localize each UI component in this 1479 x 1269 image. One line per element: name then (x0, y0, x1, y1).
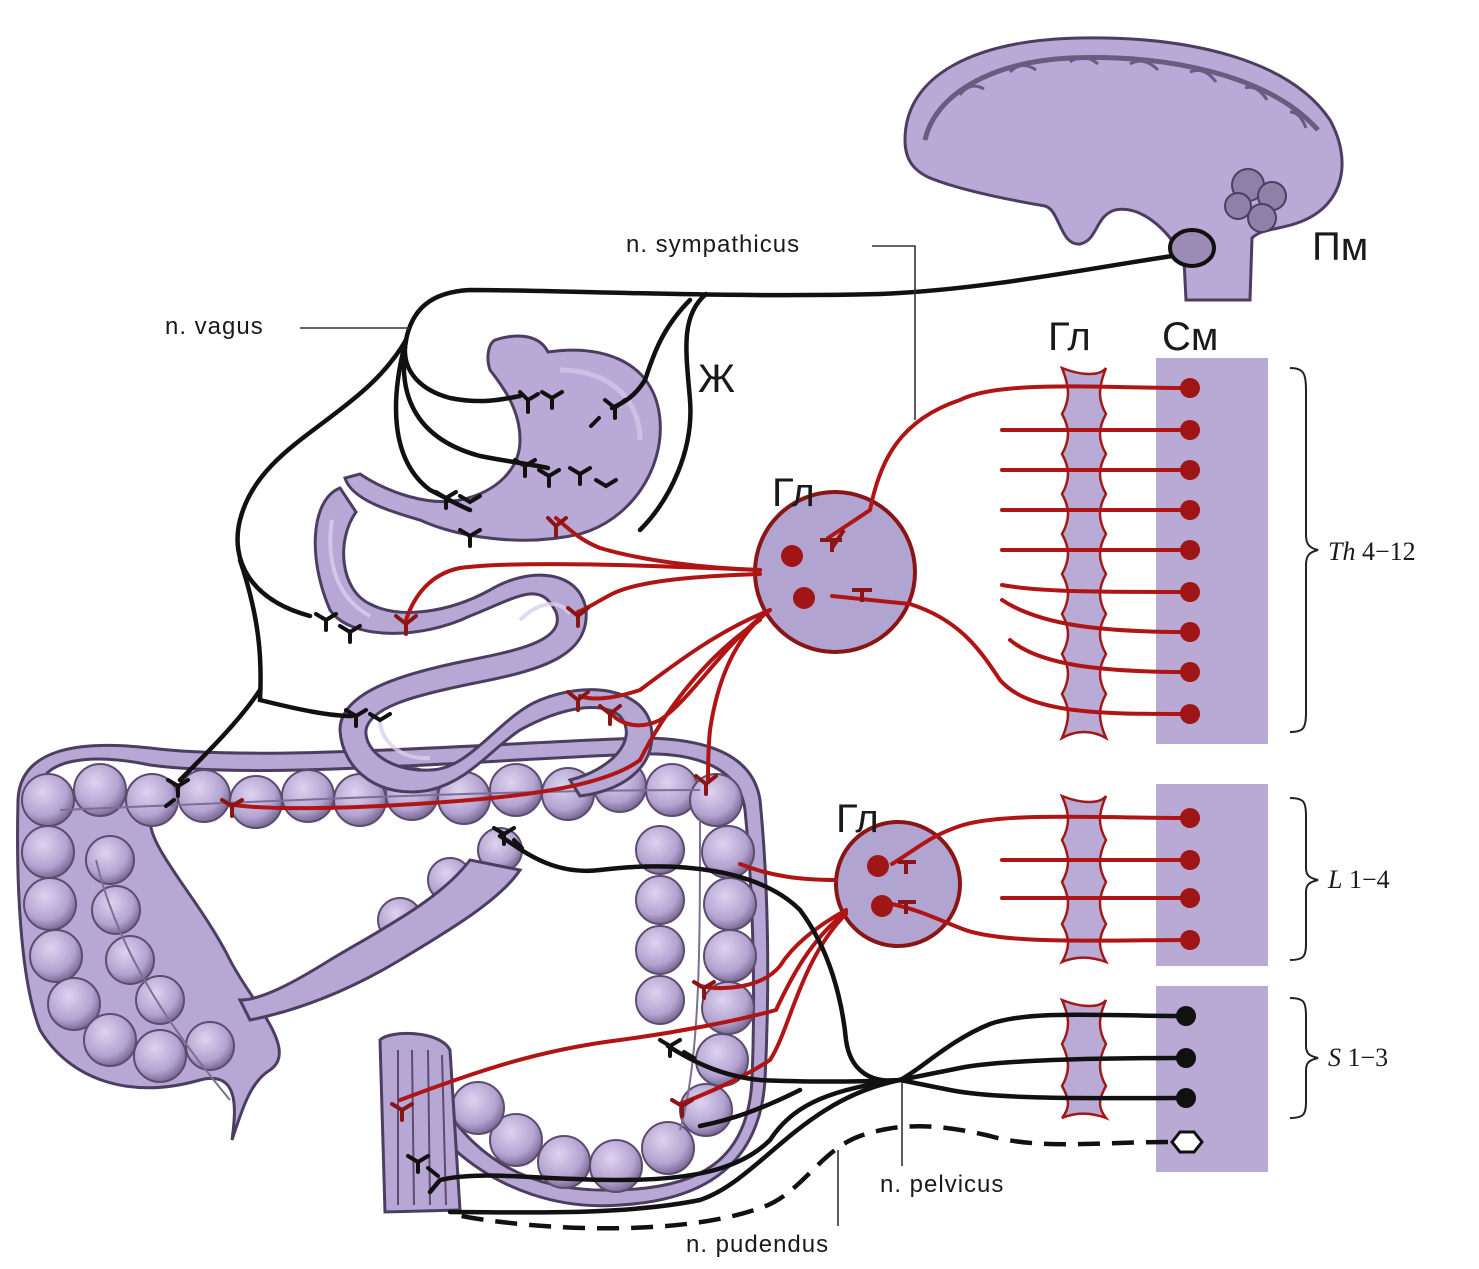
stomach-label: Ж (698, 357, 735, 401)
segment-s-label: S 1−3 (1328, 1043, 1388, 1072)
neuron-th-2 (1180, 420, 1200, 440)
ganglion-lower: Гл (836, 797, 960, 946)
neuron-th-4 (1180, 500, 1200, 520)
medulla-nucleus (1170, 230, 1214, 266)
segment-l-label: L 1−4 (1327, 865, 1390, 894)
sympathicus-label: n. sympathicus (626, 231, 800, 258)
neuron-th-8 (1180, 662, 1200, 682)
neuron-th-5 (1180, 540, 1200, 560)
sympathetic-chain: Гл (1048, 315, 1106, 1118)
medulla-label: Пм (1312, 225, 1368, 269)
neuron-th-9 (1180, 704, 1200, 724)
neuron-l-4 (1180, 930, 1200, 950)
spinal-cord-label: См (1162, 315, 1218, 359)
segment-th-label: Th 4−12 (1328, 537, 1416, 566)
neuron-th-3 (1180, 460, 1200, 480)
neuron-pudendal (1172, 1132, 1202, 1152)
neuron-s-1 (1176, 1006, 1196, 1026)
neuron-l-1 (1180, 808, 1200, 828)
neuron-th-6 (1180, 582, 1200, 602)
neuron-th-1 (1180, 378, 1200, 398)
colon (18, 738, 768, 1212)
neuron-th-7 (1180, 622, 1200, 642)
ganglion-lower-label: Гл (836, 797, 879, 841)
neuron-s-3 (1176, 1088, 1196, 1108)
neuron-l-3 (1180, 888, 1200, 908)
segment-brackets: Th 4−12 L 1−4 S 1−3 (1290, 368, 1416, 1118)
chain-ganglion-label: Гл (1048, 315, 1091, 359)
vagus-label: n. vagus (165, 313, 264, 340)
ganglion-upper: Гл (755, 471, 915, 652)
spinal-cord: См (1156, 315, 1268, 1172)
pudendus-label: n. pudendus (686, 1231, 829, 1258)
ganglion-upper-label: Гл (772, 471, 815, 515)
neuron-l-2 (1180, 850, 1200, 870)
neuron-s-2 (1176, 1048, 1196, 1068)
rectum (380, 1033, 460, 1212)
pelvicus-label: n. pelvicus (880, 1171, 1004, 1198)
